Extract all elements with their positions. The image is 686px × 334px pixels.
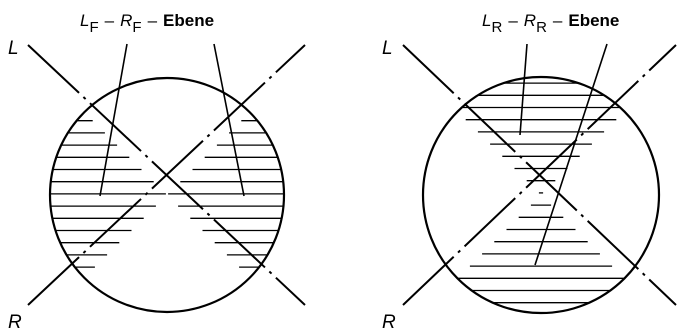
- right-figure: LR–RR–Ebene L R: [382, 11, 677, 333]
- hatched-wedge-bottom: [457, 204, 625, 304]
- right-leader-2: [534, 43, 608, 266]
- right-circle: [421, 75, 661, 315]
- hatched-wedge-top: [461, 82, 621, 194]
- left-label-l: L: [8, 38, 19, 59]
- hatched-wedge-right: [168, 120, 284, 268]
- right-title: LR–RR–Ebene: [482, 11, 619, 36]
- left-leader-1: [99, 43, 128, 197]
- left-circle: [48, 76, 286, 314]
- right-leader-1: [519, 43, 528, 136]
- left-leader-2: [213, 43, 245, 197]
- left-hatch-group: [50, 120, 284, 268]
- left-figure: LF–RF–Ebene L R: [8, 11, 306, 333]
- right-label-r: R: [382, 312, 396, 333]
- right-hatch-group: [457, 82, 625, 304]
- left-label-r: R: [8, 312, 22, 333]
- left-line-r: [27, 44, 306, 306]
- right-label-l: L: [382, 38, 393, 59]
- right-line-r: [402, 44, 677, 306]
- hatched-wedge-left: [50, 120, 166, 268]
- left-title: LF–RF–Ebene: [80, 11, 214, 36]
